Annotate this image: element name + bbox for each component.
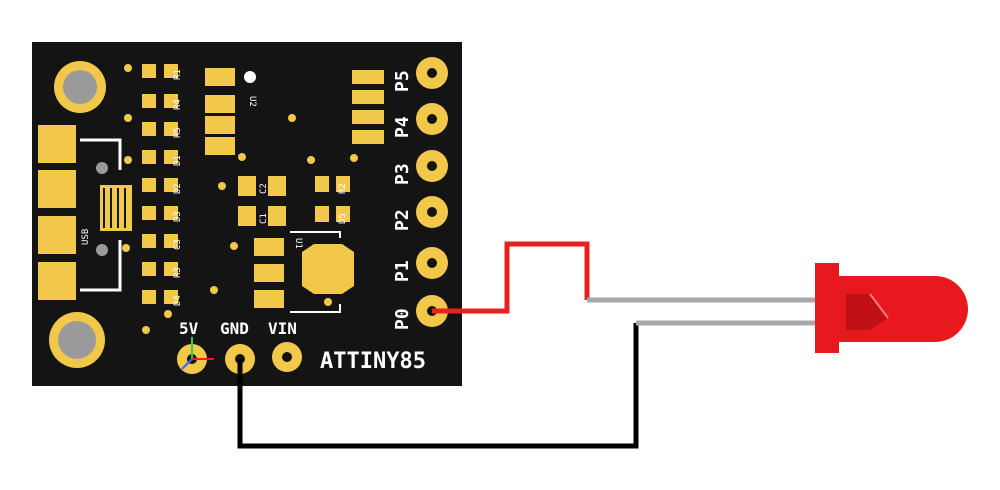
signal-wire-p0 <box>432 241 590 314</box>
board-name-label: ATTINY85 <box>320 349 426 374</box>
vias <box>122 64 358 334</box>
pin-p0-label: P0 <box>392 308 413 330</box>
label-c3: C3 <box>173 239 183 250</box>
usb-connector-pads <box>38 125 76 300</box>
led-die <box>846 294 888 330</box>
mounting-hole-top <box>54 61 106 113</box>
smd-column-left <box>142 64 178 304</box>
label-r2: R2 <box>338 183 348 194</box>
pin-p4-label: P4 <box>392 116 413 138</box>
label-c2: C2 <box>259 183 269 194</box>
smd-right-pads <box>352 70 384 144</box>
pin-p1-label: P1 <box>392 260 413 282</box>
usb-silkscreen-label: USB <box>81 229 91 245</box>
pin-p3[interactable]: P3 <box>392 150 448 185</box>
label-c1: C1 <box>259 213 269 224</box>
pin-gnd-label: GND <box>220 319 249 338</box>
label-u2: U2 <box>247 96 257 107</box>
origin-axes-icon <box>181 337 214 370</box>
pin-vin-label: VIN <box>268 319 297 338</box>
pin-p2-label: P2 <box>392 209 413 231</box>
label-u1: U1 <box>293 238 303 249</box>
smd-middle-pads: C2 C1 R2 D5 <box>238 176 350 226</box>
regulator-pads: U2 <box>205 68 257 155</box>
pin-p2[interactable]: P2 <box>392 196 448 231</box>
label-r4: R4 <box>173 99 183 110</box>
label-r3: R3 <box>173 267 183 278</box>
pin-p3-label: P3 <box>392 163 413 185</box>
pin-p5-label: P5 <box>392 70 413 92</box>
pin-5v-label: 5V <box>179 319 199 338</box>
red-led <box>587 263 968 353</box>
usb-port-outline: USB <box>80 138 132 292</box>
attiny85-chip-footprint: U1 <box>254 231 354 313</box>
pin-p1[interactable]: P1 <box>392 247 448 282</box>
label-d5: D5 <box>338 213 348 224</box>
label-d3: D3 <box>173 211 183 222</box>
mounting-hole-bottom <box>49 312 105 368</box>
pin-vin[interactable] <box>272 342 302 372</box>
label-d4: D4 <box>173 295 183 306</box>
label-r1: R1 <box>173 69 183 80</box>
pin-p5[interactable]: P5 <box>392 57 448 92</box>
ground-wire <box>237 323 639 449</box>
label-d2: D2 <box>173 183 183 194</box>
smd-column-left-labels: R1 R4 R5 D1 D2 D3 C3 R3 D4 <box>173 69 183 306</box>
attiny85-board: USB R1 R4 R5 D1 D2 D3 C3 R3 D4 <box>32 42 462 386</box>
led-flange <box>815 263 839 353</box>
label-r5: R5 <box>173 127 183 138</box>
label-d1: D1 <box>173 155 183 166</box>
bottom-pin-header: 5V GND VIN <box>177 319 302 374</box>
pin-p4[interactable]: P4 <box>392 103 448 138</box>
